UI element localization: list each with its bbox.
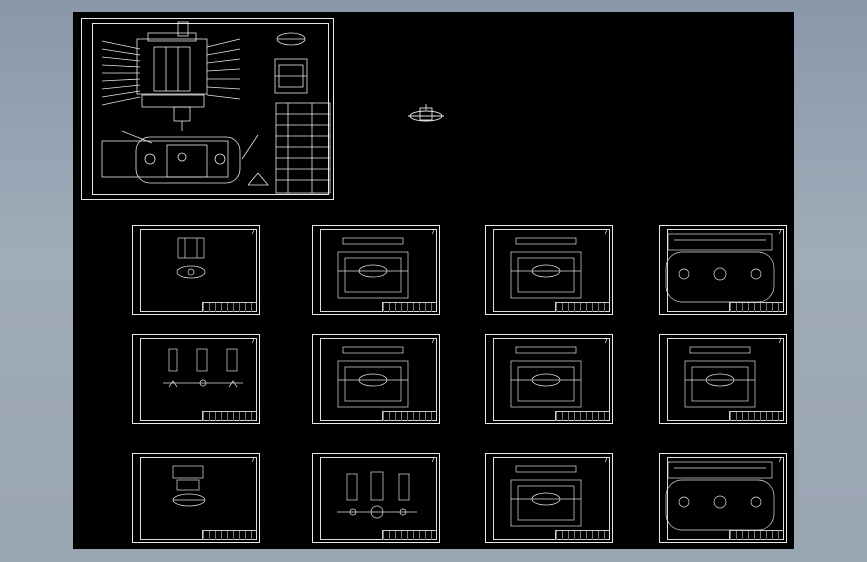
drawing-sheet-r3c3[interactable]: 7 bbox=[485, 453, 613, 543]
sheet-mark: 7 bbox=[777, 456, 782, 464]
title-block bbox=[729, 411, 784, 421]
sheet-mark: 7 bbox=[430, 337, 435, 345]
title-block bbox=[382, 411, 437, 421]
sheet-linework bbox=[665, 461, 775, 531]
sheet-mark: 7 bbox=[603, 456, 608, 464]
sheet-linework bbox=[684, 346, 756, 408]
drawing-canvas[interactable]: 7 7 7 7 7 7 bbox=[73, 12, 794, 549]
sheet-border bbox=[320, 229, 437, 312]
drawing-sheet-r3c2[interactable]: 7 bbox=[312, 453, 440, 543]
sheet-border bbox=[493, 457, 610, 540]
sheet-mark: 7 bbox=[777, 228, 782, 236]
title-block bbox=[555, 302, 610, 312]
sheet-mark: 7 bbox=[250, 337, 255, 345]
sheet-linework bbox=[337, 237, 409, 299]
assembly-linework bbox=[101, 21, 331, 194]
floating-part-symbol[interactable] bbox=[406, 104, 446, 126]
title-block bbox=[729, 530, 784, 540]
sheet-linework bbox=[665, 233, 775, 303]
sheet-border bbox=[667, 457, 784, 540]
part-outline bbox=[408, 104, 444, 122]
sheet-border bbox=[320, 457, 437, 540]
main-assembly-sheet[interactable] bbox=[81, 18, 334, 200]
sheet-mark: 7 bbox=[430, 228, 435, 236]
drawing-sheet-r2c2[interactable]: 7 bbox=[312, 334, 440, 424]
sheet-linework bbox=[510, 465, 582, 527]
sheet-mark: 7 bbox=[250, 228, 255, 236]
sheet-border bbox=[667, 229, 784, 312]
main-sheet-border bbox=[92, 23, 329, 195]
sheet-mark: 7 bbox=[603, 228, 608, 236]
sheet-mark: 7 bbox=[250, 456, 255, 464]
sheet-border bbox=[140, 338, 257, 421]
title-block bbox=[202, 411, 257, 421]
sheet-linework bbox=[510, 346, 582, 408]
title-block bbox=[202, 302, 257, 312]
sheet-linework bbox=[163, 348, 243, 388]
drawing-sheet-r1c3[interactable]: 7 bbox=[485, 225, 613, 315]
drawing-sheet-r1c1[interactable]: 7 bbox=[132, 225, 260, 315]
title-block bbox=[555, 530, 610, 540]
sheet-linework bbox=[337, 471, 417, 519]
drawing-sheet-r2c4[interactable]: 7 bbox=[659, 334, 787, 424]
title-block bbox=[555, 411, 610, 421]
drawing-sheet-r1c4[interactable]: 7 bbox=[659, 225, 787, 315]
title-block bbox=[202, 530, 257, 540]
sheet-border bbox=[493, 229, 610, 312]
title-block bbox=[382, 530, 437, 540]
drawing-sheet-r1c2[interactable]: 7 bbox=[312, 225, 440, 315]
drawing-sheet-r2c1[interactable]: 7 bbox=[132, 334, 260, 424]
sheet-border bbox=[140, 229, 257, 312]
sheet-mark: 7 bbox=[777, 337, 782, 345]
sheet-border bbox=[493, 338, 610, 421]
sheet-linework bbox=[337, 346, 409, 408]
sheet-linework bbox=[172, 465, 206, 507]
drawing-sheet-r2c3[interactable]: 7 bbox=[485, 334, 613, 424]
sheet-border bbox=[667, 338, 784, 421]
sheet-border bbox=[140, 457, 257, 540]
sheet-mark: 7 bbox=[430, 456, 435, 464]
sheet-mark: 7 bbox=[603, 337, 608, 345]
sheet-border bbox=[320, 338, 437, 421]
sheet-linework bbox=[176, 237, 206, 279]
sheet-linework bbox=[510, 237, 582, 299]
drawing-sheet-r3c4[interactable]: 7 bbox=[659, 453, 787, 543]
title-block bbox=[382, 302, 437, 312]
drawing-sheet-r3c1[interactable]: 7 bbox=[132, 453, 260, 543]
title-block bbox=[729, 302, 784, 312]
